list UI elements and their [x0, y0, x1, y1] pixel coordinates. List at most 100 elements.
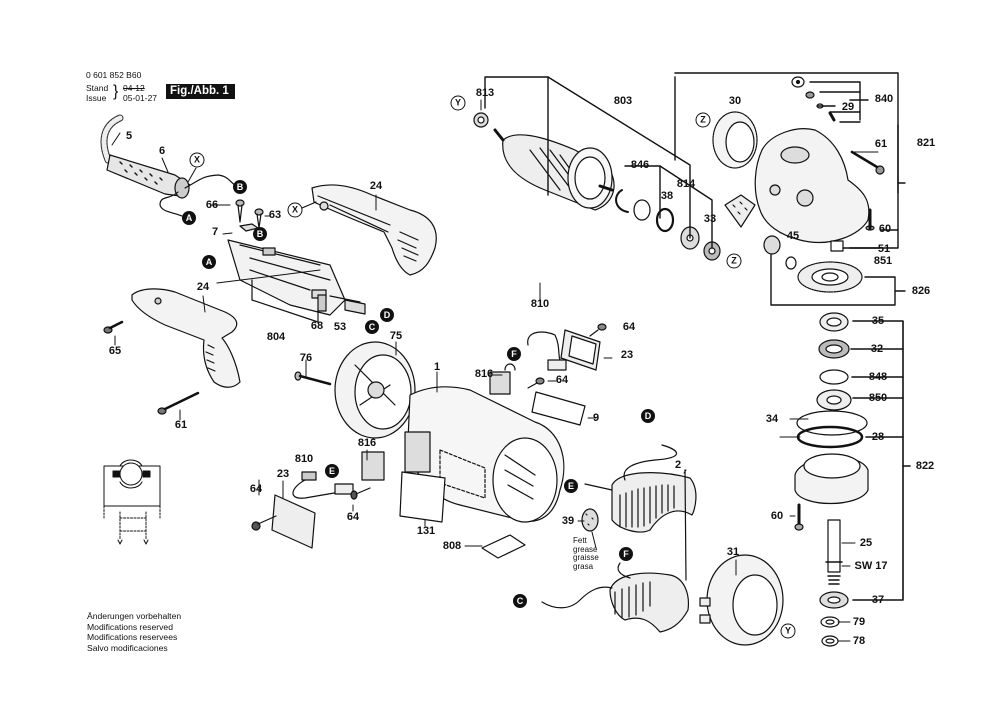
part-68: [317, 294, 327, 312]
connector-z-gear: Z: [695, 112, 711, 128]
bearing-850: [816, 389, 852, 411]
callout-28[interactable]: 28: [871, 431, 885, 443]
callout-64-lower-left[interactable]: 64: [249, 483, 263, 495]
wire-b: [184, 174, 237, 189]
callout-39[interactable]: 39: [561, 515, 575, 527]
group-bracket-821: [674, 72, 906, 249]
wire-c: [541, 586, 613, 609]
callout-6[interactable]: 6: [158, 145, 166, 157]
bearing-35: [819, 312, 849, 332]
callout-31[interactable]: 31: [726, 546, 740, 558]
callout-816-upper[interactable]: 816: [474, 368, 494, 380]
callout-sw17[interactable]: SW 17: [854, 560, 888, 572]
callout-814[interactable]: 814: [676, 178, 696, 190]
callout-64-upper[interactable]: 64: [622, 321, 636, 333]
callout-803[interactable]: 803: [613, 95, 633, 107]
callout-60-head[interactable]: 60: [878, 223, 892, 235]
grease-es: grasa: [573, 561, 594, 571]
connector-f-coil: F: [619, 547, 633, 561]
callout-34[interactable]: 34: [765, 413, 779, 425]
o-ring-28: [796, 425, 864, 449]
notice-es: Salvo modificaciones: [87, 642, 168, 653]
connector-b-cable: B: [233, 180, 247, 194]
callout-24-lower[interactable]: 24: [196, 281, 210, 293]
screw-64-lower-left: [251, 515, 277, 531]
notice-de: Änderungen vorbehalten: [87, 611, 182, 621]
callout-816-lower[interactable]: 816: [357, 437, 377, 449]
motor-housing: [404, 386, 565, 523]
callout-808[interactable]: 808: [442, 540, 462, 552]
callout-64-lower-mid[interactable]: 64: [346, 511, 360, 523]
callout-826[interactable]: 826: [911, 285, 931, 297]
callout-37[interactable]: 37: [871, 594, 885, 606]
grease-fr: graisse: [573, 553, 599, 563]
retaining-ring-846: [615, 189, 629, 213]
callout-848[interactable]: 848: [868, 371, 888, 383]
callout-29[interactable]: 29: [841, 101, 855, 113]
callout-810-lower[interactable]: 810: [294, 453, 314, 465]
callout-7[interactable]: 7: [211, 226, 219, 238]
callout-846[interactable]: 846: [630, 159, 650, 171]
bevel-gear-826: [797, 261, 863, 293]
sleeve-51: [830, 240, 844, 252]
callout-32[interactable]: 32: [870, 343, 884, 355]
callout-76[interactable]: 76: [299, 352, 313, 364]
brush-holder-lower: [361, 451, 385, 481]
callout-851[interactable]: 851: [873, 255, 893, 267]
callout-68[interactable]: 68: [310, 320, 324, 332]
connector-d-switch: D: [380, 308, 394, 322]
spindle-lock-part: [724, 194, 756, 228]
callout-63[interactable]: 63: [268, 209, 282, 221]
callout-66[interactable]: 66: [205, 199, 219, 211]
ring-38: [655, 207, 675, 233]
callout-60-flange[interactable]: 60: [770, 510, 784, 522]
bearing-813: [473, 112, 489, 128]
callout-61-head[interactable]: 61: [874, 138, 888, 150]
callout-51[interactable]: 51: [877, 243, 891, 255]
callout-33[interactable]: 33: [703, 213, 717, 225]
callout-79[interactable]: 79: [852, 616, 866, 628]
connector-y-bearing: Y: [450, 95, 466, 111]
callout-1[interactable]: 1: [433, 361, 441, 373]
spindle-25: [825, 519, 843, 585]
callout-850[interactable]: 850: [868, 392, 888, 404]
callout-53[interactable]: 53: [333, 321, 347, 333]
callout-822[interactable]: 822: [915, 460, 935, 472]
callout-65[interactable]: 65: [108, 345, 122, 357]
part-53: [329, 295, 366, 315]
callout-64-mid[interactable]: 64: [555, 374, 569, 386]
callout-840[interactable]: 840: [874, 93, 894, 105]
callout-2[interactable]: 2: [674, 459, 682, 471]
leader-2: [684, 469, 687, 581]
connector-e-brush: E: [325, 464, 339, 478]
notice-en: Modifications reserved: [87, 621, 173, 632]
spring-840: [805, 91, 815, 99]
callout-131[interactable]: 131: [416, 525, 436, 537]
part-number: 0 601 852 B60: [86, 70, 142, 80]
callout-45[interactable]: 45: [786, 230, 800, 242]
callout-25[interactable]: 25: [859, 537, 873, 549]
bearing-flange-822: [794, 453, 869, 505]
callout-38[interactable]: 38: [660, 190, 674, 202]
callout-804[interactable]: 804: [266, 331, 286, 343]
callout-821[interactable]: 821: [916, 137, 936, 149]
callout-35[interactable]: 35: [871, 315, 885, 327]
circlip-848: [819, 369, 849, 385]
screw-64-mid: [527, 377, 545, 389]
callout-30[interactable]: 30: [728, 95, 742, 107]
callout-5[interactable]: 5: [125, 130, 133, 142]
field-coil-lower: [609, 572, 690, 633]
callout-9[interactable]: 9: [592, 412, 600, 424]
callout-23-lower[interactable]: 23: [276, 468, 290, 480]
callout-810-upper[interactable]: 810: [530, 298, 550, 310]
callout-75[interactable]: 75: [389, 330, 403, 342]
callout-61-handle[interactable]: 61: [174, 419, 188, 431]
connector-e-coil: E: [564, 479, 578, 493]
grease-en: grease: [573, 544, 598, 554]
callout-24-upper[interactable]: 24: [369, 180, 383, 192]
callout-813[interactable]: 813: [475, 87, 495, 99]
connector-c-coil: C: [513, 594, 527, 608]
callout-23-upper[interactable]: 23: [620, 349, 634, 361]
callout-78[interactable]: 78: [852, 635, 866, 647]
wire-d: [623, 444, 678, 481]
